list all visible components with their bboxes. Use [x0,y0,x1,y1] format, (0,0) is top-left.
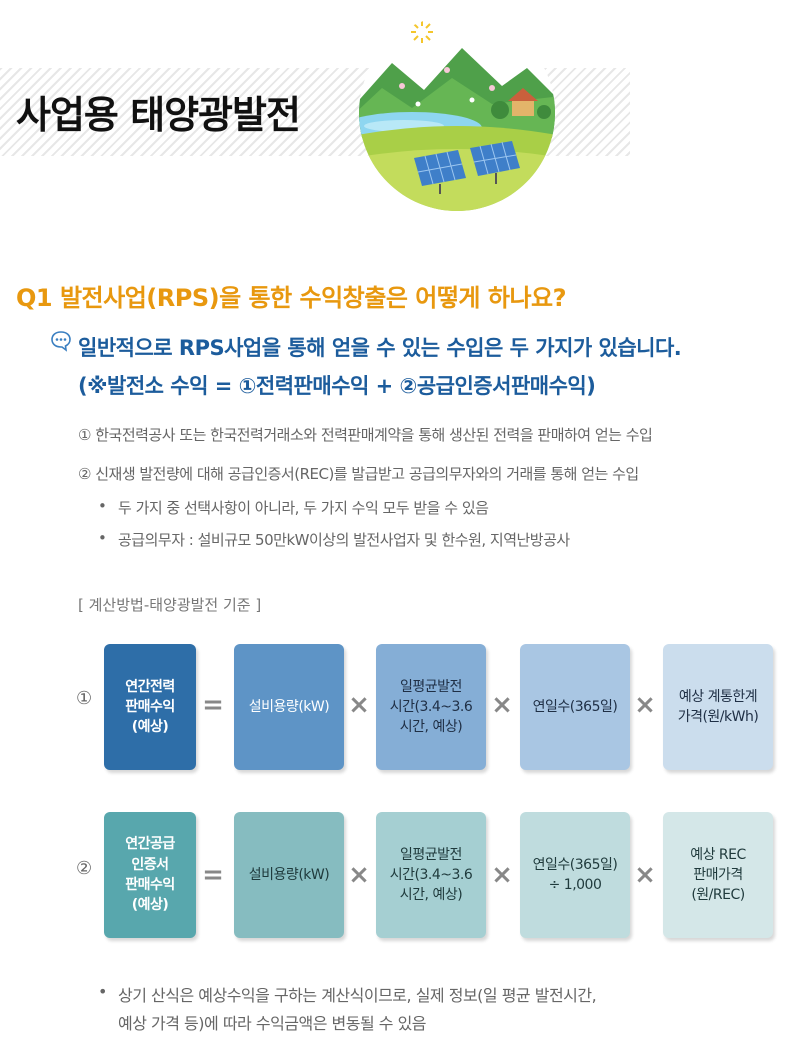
row-1-factor-capacity: 설비용량(kW) [234,644,344,770]
answer-line-1: 일반적으로 RPS사업을 통해 얻을 수 있는 수입은 두 가지가 있습니다. [78,336,682,360]
row-1-number: ① [76,688,93,709]
row-1-factor-hours: 일평균발전 시간(3.4~3.6 시간, 예상) [376,644,486,770]
calc-method-title: [ 계산방법-태양광발전 기준 ] [78,596,262,614]
row-2-factor-hours: 일평균발전 시간(3.4~3.6 시간, 예상) [376,812,486,938]
footnote-bullet: • [98,982,108,1001]
page-title: 사업용 태양광발전 [16,93,301,137]
bullet-item-1: 두 가지 중 선택사항이 아니라, 두 가지 수익 모두 받을 수 있음 [118,499,489,517]
answer-line-2: (※발전소 수익 = ①전력판매수익 + ②공급인증서판매수익) [78,374,596,398]
detail-item-2: ② 신재생 발전량에 대해 공급인증서(REC)를 발급받고 공급의무자와의 거… [78,465,639,483]
row-2-equals: = [202,860,224,890]
question-title: Q1 발전사업(RPS)을 통한 수익창출은 어떻게 하나요? [16,284,567,312]
row-2-multiply-2: × [491,860,513,890]
row-1-multiply-2: × [491,690,513,720]
row-2-result-box: 연간공급 인증서 판매수익 (예상) [104,812,196,938]
row-1-factor-days: 연일수(365일) [520,644,630,770]
row-1-equals: = [202,690,224,720]
solar-landscape-icon [359,15,555,211]
bullet-dot: • [98,497,107,515]
row-1-multiply-3: × [634,690,656,720]
row-2-factor-days: 연일수(365일) ÷ 1,000 [520,812,630,938]
bullet-item-2: 공급의무자 : 설비규모 50만kW이상의 발전사업자 및 한수원, 지역난방공… [118,531,570,549]
row-2-factor-capacity: 설비용량(kW) [234,812,344,938]
detail-item-1: ① 한국전력공사 또는 한국전력거래소와 전력판매계약을 통해 생산된 전력을 … [78,426,653,444]
row-1-multiply-1: × [348,690,370,720]
row-1-factor-price: 예상 계통한계 가격(원/kWh) [663,644,773,770]
footnote-line-2: 예상 가격 등)에 따라 수익금액은 변동될 수 있음 [118,1014,427,1033]
bullet-dot: • [98,529,107,547]
footnote-line-1: 상기 산식은 예상수익을 구하는 계산식이므로, 실제 정보(일 평균 발전시간… [118,986,597,1005]
speech-bubble-icon [51,331,71,352]
row-1-result-box: 연간전력 판매수익 (예상) [104,644,196,770]
row-2-multiply-1: × [348,860,370,890]
row-2-factor-price: 예상 REC 판매가격 (원/REC) [663,812,773,938]
row-2-number: ② [76,858,93,879]
row-2-multiply-3: × [634,860,656,890]
